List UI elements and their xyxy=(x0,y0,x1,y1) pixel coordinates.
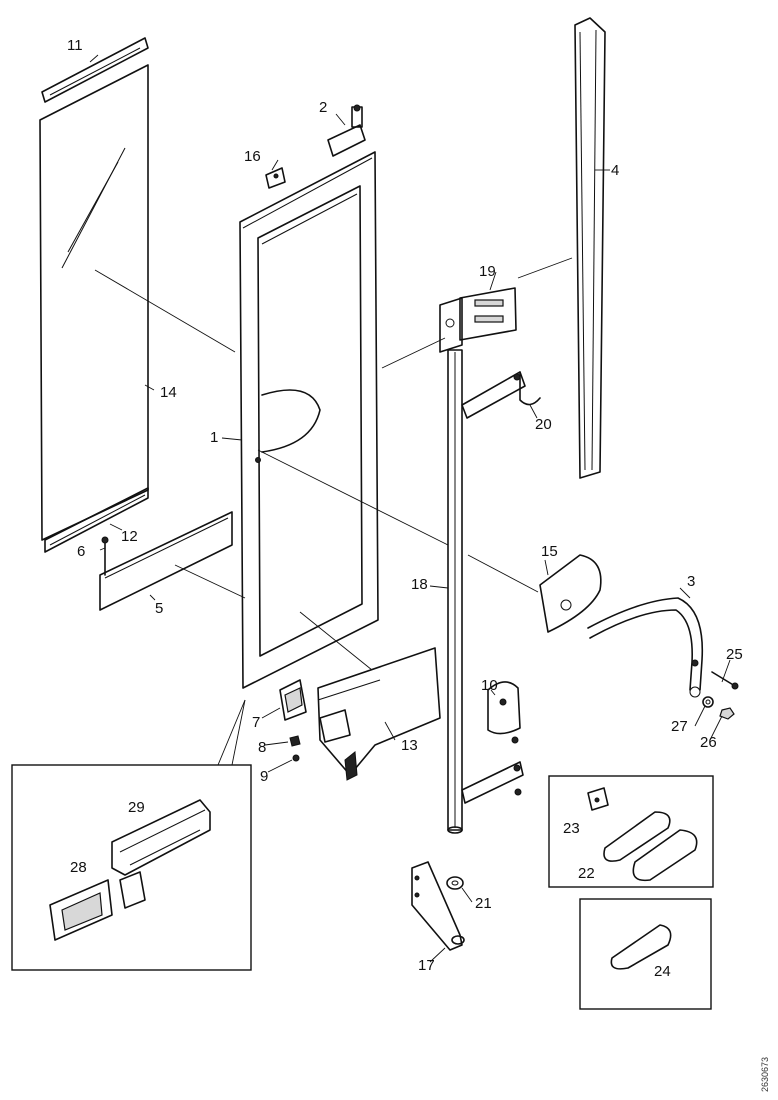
inset-box-28-29 xyxy=(11,699,252,971)
callout-28: 28 xyxy=(70,859,87,876)
callout-1: 1 xyxy=(210,429,218,446)
callout-11: 11 xyxy=(67,37,83,54)
part-9-fastener xyxy=(292,754,300,762)
callout-27: 27 xyxy=(671,718,688,735)
callout-labels: 11 2 16 4 19 14 20 1 12 6 15 3 18 5 25 1… xyxy=(67,37,743,980)
part-3-curved-arm xyxy=(587,597,704,698)
inset-box-24 xyxy=(579,898,712,1010)
part-17-bottom-bracket xyxy=(411,861,465,951)
callout-21: 21 xyxy=(475,895,492,912)
callout-4: 4 xyxy=(611,162,619,179)
callout-8: 8 xyxy=(258,739,266,756)
callout-12: 12 xyxy=(121,528,138,545)
part-18-vertical-post xyxy=(447,349,463,834)
part-11-glass-top-trim xyxy=(41,37,149,103)
part-12-glass-bottom-trim xyxy=(44,487,149,553)
alignment-lines xyxy=(94,257,573,671)
inset-box-22-23 xyxy=(548,775,714,888)
callout-5: 5 xyxy=(155,600,163,617)
callout-24: 24 xyxy=(654,963,671,980)
part-15-handle-cover xyxy=(539,554,602,633)
part-29-rail xyxy=(111,799,211,876)
callout-9: 9 xyxy=(260,768,268,785)
part-8-fastener xyxy=(289,735,301,747)
callout-25: 25 xyxy=(726,646,743,663)
callout-19: 19 xyxy=(479,263,496,280)
part-24-cap xyxy=(610,924,672,970)
callout-18: 18 xyxy=(411,576,428,593)
callout-17: 17 xyxy=(418,957,435,974)
callout-26: 26 xyxy=(700,734,717,751)
part-10-hinge-bracket xyxy=(487,681,521,744)
callout-29: 29 xyxy=(128,799,145,816)
callout-7: 7 xyxy=(252,714,260,731)
part-28-latch xyxy=(49,871,146,941)
lower-arm xyxy=(461,761,524,804)
part-14-glass-panel xyxy=(39,64,149,541)
part-22-pad xyxy=(603,811,698,882)
part-2-upper-hinge xyxy=(327,104,366,157)
callout-15: 15 xyxy=(541,543,558,560)
part-1-door-frame xyxy=(239,151,379,689)
part-26-nut xyxy=(719,707,735,720)
part-27-washer xyxy=(702,696,714,708)
part-21-bushing xyxy=(446,876,464,890)
part-7-hinge-block xyxy=(279,679,307,721)
callout-10: 10 xyxy=(481,677,498,694)
callout-22: 22 xyxy=(578,865,595,882)
callout-2: 2 xyxy=(319,99,327,116)
callout-14: 14 xyxy=(160,384,177,401)
callout-20: 20 xyxy=(535,416,552,433)
part-19-top-bracket xyxy=(439,287,517,353)
callout-13: 13 xyxy=(401,737,418,754)
callout-leaders xyxy=(89,54,731,963)
callout-6: 6 xyxy=(77,543,85,560)
callout-16: 16 xyxy=(244,148,261,165)
part-6-screw xyxy=(101,536,109,576)
document-id: 2630673 xyxy=(760,1057,770,1092)
part-23-clip xyxy=(587,787,609,811)
part-13-bottom-housing xyxy=(317,647,441,781)
part-4-handle-bar xyxy=(574,17,606,479)
callout-3: 3 xyxy=(687,573,695,590)
callout-23: 23 xyxy=(563,820,580,837)
part-16-clip xyxy=(265,167,286,189)
part-20-upper-arm xyxy=(461,371,541,419)
part-5-bottom-panel xyxy=(99,511,233,611)
